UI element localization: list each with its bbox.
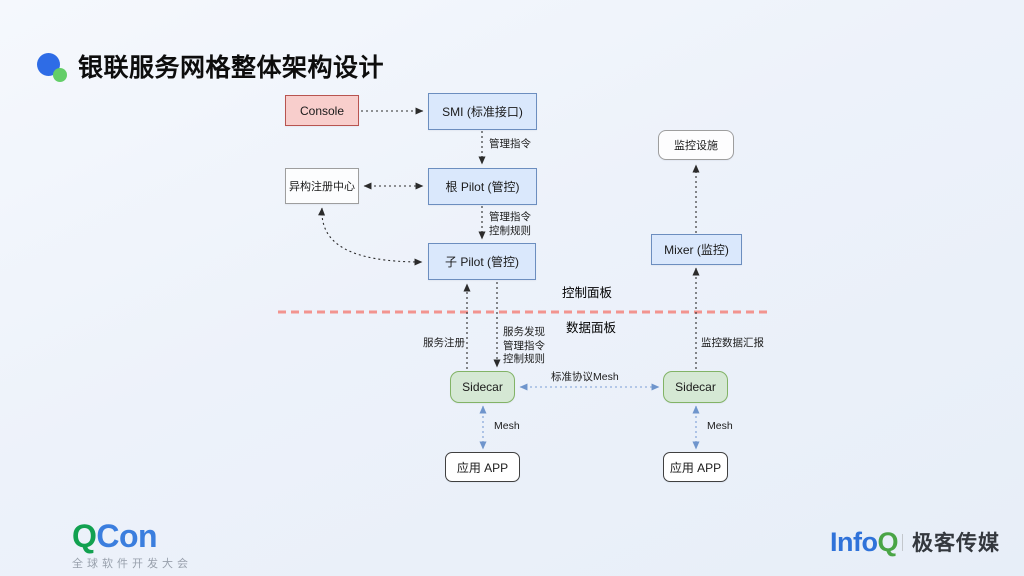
node-sidecar-left: Sidecar xyxy=(450,371,515,403)
label-mesh-left: Mesh xyxy=(494,420,520,432)
label-service-register: 服务注册 xyxy=(423,337,465,349)
infoq-wordmark: InfoQ xyxy=(830,526,898,557)
label-mgmt-cmd-3: 管理指令 xyxy=(503,339,545,352)
node-mixer: Mixer (监控) xyxy=(651,234,742,265)
infoq-logo-mark xyxy=(902,533,903,551)
label-ctrl-rules: 控制规则 xyxy=(489,225,531,237)
label-data-plane: 数据面板 xyxy=(566,321,617,335)
label-standard-mesh: 标准协议Mesh xyxy=(551,371,619,383)
page-title: 银联服务网格整体架构设计 xyxy=(78,54,385,82)
label-mgmt-cmd-2: 管理指令 xyxy=(489,211,531,223)
qcon-con-letters: Con xyxy=(96,518,158,554)
node-hetero-registry: 异构注册中心 xyxy=(285,168,359,204)
label-mgmt-cmd-rules: 管理指令 控制规则 xyxy=(489,210,531,238)
qcon-wordmark: QCon xyxy=(72,520,192,552)
qcon-logo: QCon 全球软件开发大会 xyxy=(72,520,192,571)
node-app-left: 应用 APP xyxy=(445,452,520,482)
node-root-pilot: 根 Pilot (管控) xyxy=(428,168,537,205)
label-control-plane: 控制面板 xyxy=(562,286,613,300)
label-ctrl-rules-2: 控制规则 xyxy=(503,353,545,365)
infoq-q-letter: Q xyxy=(877,526,898,557)
node-monitor-facility: 监控设施 xyxy=(658,130,734,160)
label-monitor-report: 监控数据汇报 xyxy=(701,337,764,349)
label-mgmt-cmd: 管理指令 xyxy=(489,138,531,150)
qcon-q-letter: Q xyxy=(72,518,97,554)
infoq-logo: InfoQ 极客传媒 xyxy=(830,527,1000,557)
label-service-discovery: 服务发现 xyxy=(503,326,545,338)
node-sub-pilot: 子 Pilot (管控) xyxy=(428,243,536,280)
label-service-discovery-group: 服务发现 管理指令 控制规则 xyxy=(503,326,545,367)
node-console: Console xyxy=(285,95,359,126)
qcon-subtitle: 全球软件开发大会 xyxy=(72,558,192,570)
title-logo-green-circle-icon xyxy=(53,68,67,82)
node-app-right: 应用 APP xyxy=(663,452,728,482)
infoq-info-letters: Info xyxy=(830,526,878,557)
node-sidecar-right: Sidecar xyxy=(663,371,728,403)
infoq-brand-text: 极客传媒 xyxy=(912,532,1000,555)
label-mesh-right: Mesh xyxy=(707,420,733,432)
node-smi: SMI (标准接口) xyxy=(428,93,537,130)
arrow-registry-sub-pilot-curve xyxy=(318,207,423,266)
